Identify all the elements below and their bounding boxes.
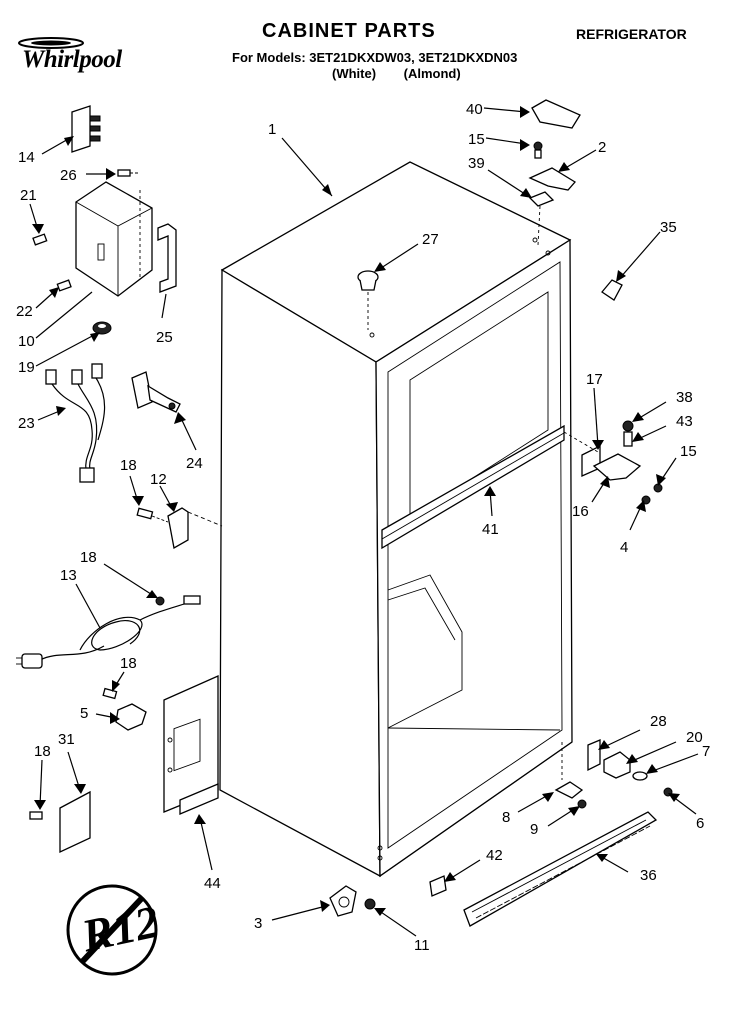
- appliance-category: REFRIGERATOR: [576, 26, 687, 42]
- callout-26: 26: [60, 167, 77, 184]
- r12-refrigerant-stamp: [66, 884, 158, 976]
- callout-28: 28: [650, 713, 667, 730]
- hinge-shim: [528, 191, 555, 207]
- cord-clamp: [136, 507, 189, 550]
- relay-box: [75, 181, 153, 297]
- relay-screw-left: [32, 233, 48, 246]
- access-cover: [29, 790, 91, 854]
- callout-14: 14: [18, 149, 35, 166]
- callout-13: 13: [60, 567, 77, 584]
- callout-7: 7: [702, 743, 710, 760]
- callout-27: 27: [422, 231, 439, 248]
- callout-6: 6: [696, 815, 704, 832]
- cabinet-plug: [357, 270, 379, 330]
- whirlpool-logo-swirl: [18, 37, 84, 49]
- callout-36: 36: [640, 867, 657, 884]
- relay-box-screw: [117, 169, 140, 177]
- roller-screw: [364, 898, 376, 910]
- page-title: CABINET PARTS: [262, 20, 436, 42]
- leader-lines: [29, 106, 699, 937]
- callout-40: 40: [466, 101, 483, 118]
- divider-rail: [381, 424, 565, 550]
- door-stop: [601, 279, 623, 301]
- hinge-screw-top: [533, 141, 543, 159]
- callout-10: 10: [18, 333, 35, 350]
- callout-4: 4: [620, 539, 628, 556]
- thermostat: [131, 371, 181, 413]
- cord-bracket: [102, 687, 147, 731]
- callout-44: 44: [204, 875, 221, 892]
- leveling-roller: [329, 885, 357, 917]
- callout-2: 2: [598, 139, 606, 156]
- callout-8: 8: [502, 809, 510, 826]
- model-colors: (White) (Almond): [332, 66, 461, 81]
- callout-11: 11: [414, 937, 430, 954]
- callout-18-d: 18: [34, 743, 51, 760]
- callout-20: 20: [686, 729, 703, 746]
- callout-12: 12: [150, 471, 167, 488]
- callout-labels: 1 40 15 2 39 27 35 17 38 43 15 16 4 41 2…: [16, 101, 710, 954]
- callout-25: 25: [156, 329, 173, 346]
- hinge-cover: [531, 99, 581, 129]
- terminal-block: [71, 105, 101, 153]
- callout-42: 42: [486, 847, 503, 864]
- relay-bracket: [157, 223, 177, 293]
- callout-3: 3: [254, 915, 262, 932]
- top-hinge: [528, 167, 576, 191]
- bottom-hinge-assembly: [554, 739, 673, 809]
- grille-clip: [429, 875, 447, 897]
- callout-23: 23: [18, 415, 35, 432]
- callout-21: 21: [20, 187, 37, 204]
- wiring-harness: [45, 363, 106, 483]
- callout-31: 31: [58, 731, 75, 748]
- callout-17: 17: [586, 371, 603, 388]
- callout-24: 24: [186, 455, 203, 472]
- callout-22: 22: [16, 303, 33, 320]
- center-hinge-assembly: [563, 420, 663, 505]
- callout-15-mid: 15: [680, 443, 697, 460]
- power-cord: [16, 595, 201, 669]
- callout-16: 16: [572, 503, 589, 520]
- compressor-panel: [163, 674, 219, 815]
- model-numbers: For Models: 3ET21DKXDW03, 3ET21DKXDN03: [232, 50, 518, 65]
- cabinet-shell: [219, 161, 573, 878]
- callout-18-c: 18: [120, 655, 137, 672]
- grommet: [92, 321, 112, 335]
- callout-39: 39: [468, 155, 485, 172]
- callout-9: 9: [530, 821, 538, 838]
- callout-43: 43: [676, 413, 693, 430]
- callout-15-top: 15: [468, 131, 485, 148]
- callout-19: 19: [18, 359, 35, 376]
- callout-35: 35: [660, 219, 677, 236]
- callout-18-b: 18: [80, 549, 97, 566]
- callout-5: 5: [80, 705, 88, 722]
- callout-38: 38: [676, 389, 693, 406]
- callout-1: 1: [268, 121, 276, 138]
- base-grille: [463, 811, 658, 927]
- brand-logo: Whirlpool: [22, 46, 122, 73]
- callout-18-a: 18: [120, 457, 137, 474]
- callout-41: 41: [482, 521, 499, 538]
- relay-screw-lower: [56, 279, 72, 292]
